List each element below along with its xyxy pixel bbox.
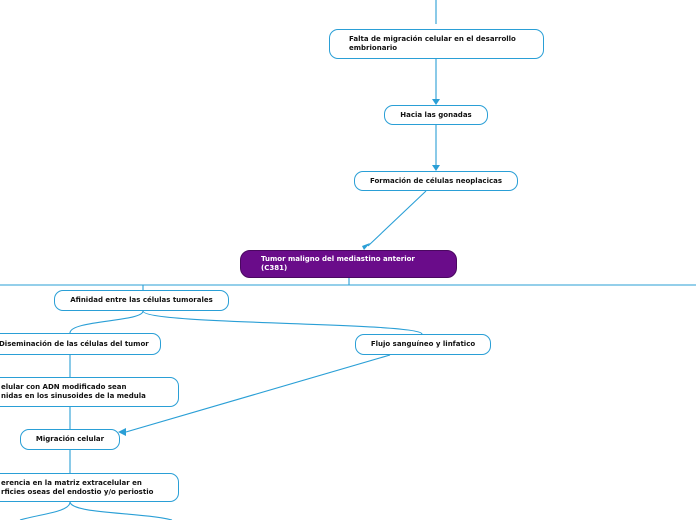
node-flujo[interactable]: Flujo sanguíneo y linfatico (355, 334, 491, 355)
node-diseminacion[interactable]: Diseminación de las células del tumor (0, 333, 161, 355)
connector-afinidad-diseminacion (69, 310, 144, 334)
node-hacia-gonadas[interactable]: Hacia las gonadas (384, 105, 488, 125)
node-formacion-celulas[interactable]: Formación de células neoplacicas (354, 171, 518, 191)
node-tumor-maligno[interactable]: Tumor maligno del mediastino anterior (C… (240, 250, 457, 278)
node-formacion-celulas-label: Formación de células neoplacicas (369, 176, 503, 185)
node-migracion[interactable]: Migración celular (20, 429, 120, 450)
node-afinidad-label: Afinidad entre las células tumorales (70, 296, 213, 304)
node-celular-adn[interactable]: elular con ADN modificado sean nidas en … (0, 377, 179, 407)
node-flujo-label: Flujo sanguíneo y linfatico (370, 340, 476, 348)
arrowhead-hacia (432, 99, 440, 105)
node-celular-adn-label: elular con ADN modificado sean nidas en … (1, 383, 146, 400)
node-diseminacion-label: Diseminación de las células del tumor (0, 339, 149, 348)
connector-formacion-tumor (367, 190, 427, 247)
node-adherencia[interactable]: erencia en la matriz extracelular en rfi… (0, 473, 179, 502)
arrowhead-formacion (432, 165, 440, 171)
arrowhead-migracion (118, 428, 126, 436)
node-tumor-maligno-label: Tumor maligno del mediastino anterior (C… (261, 255, 415, 272)
arrowhead-tumor (362, 243, 370, 250)
node-falta-migracion-label: Falta de migración celular en el desarro… (349, 35, 516, 52)
connector-adherencia-right (69, 501, 173, 520)
node-migracion-label: Migración celular (35, 435, 105, 443)
node-falta-migracion[interactable]: Falta de migración celular en el desarro… (329, 29, 544, 59)
connector-afinidad-flujo (142, 310, 423, 335)
connector-flujo-migracion (125, 354, 391, 433)
node-afinidad[interactable]: Afinidad entre las células tumorales (54, 290, 229, 311)
connector-adherencia-left (19, 501, 71, 520)
node-adherencia-label: erencia en la matriz extracelular en rfi… (1, 478, 154, 496)
node-hacia-gonadas-label: Hacia las gonadas (400, 110, 472, 119)
